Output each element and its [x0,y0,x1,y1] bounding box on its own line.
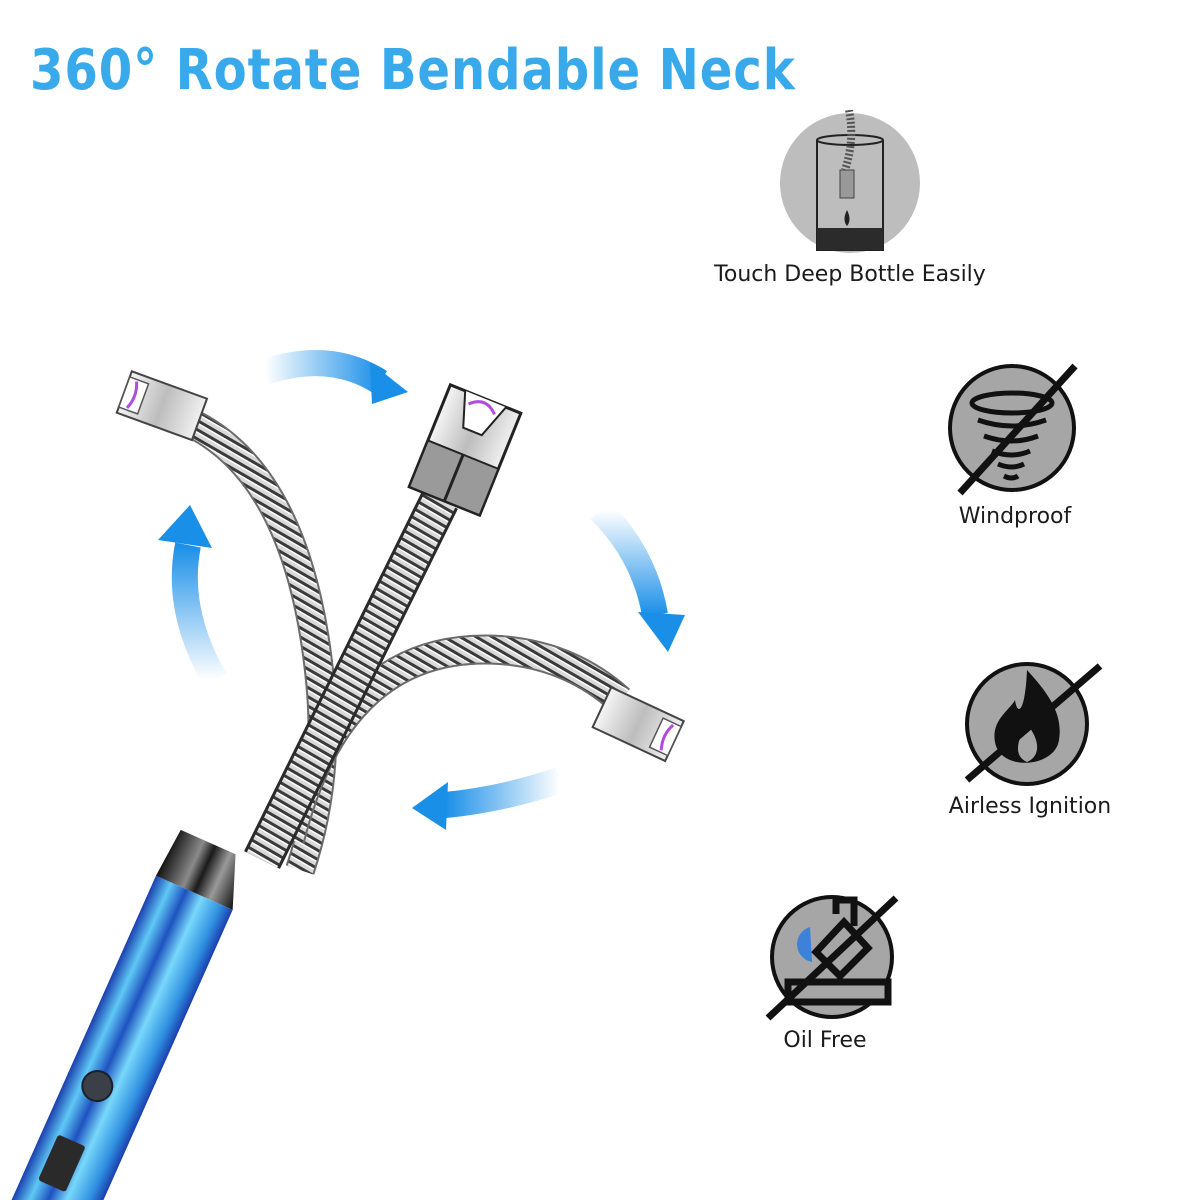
bottle-icon [780,110,920,253]
feature-deep-bottle: Touch Deep Bottle Easily [690,110,1010,287]
no-wind-icon [948,363,1078,496]
feature-label: Oil Free [783,1028,867,1053]
feature-label: Airless Ignition [948,794,1112,819]
battery-indicator [38,1135,85,1192]
feature-airless-ignition: Airless Ignition [920,660,1140,819]
page-title: 360° Rotate Bendable Neck [30,38,796,103]
rotation-arrow-right [590,500,685,652]
rotation-arrow-bottom [412,767,565,830]
ignition-button [81,1070,114,1103]
lighter-body [0,829,236,1200]
no-flame-icon [964,662,1103,786]
no-oil-icon [765,895,899,1021]
neck-left [115,370,338,875]
neck-up [244,382,523,869]
feature-oil-free: Oil Free [720,892,930,1053]
rotation-arrow-top [260,350,408,404]
feature-label: Windproof [958,504,1072,529]
rotation-arrow-left [158,505,227,687]
feature-label: Touch Deep Bottle Easily [714,262,986,287]
feature-windproof: Windproof [915,358,1115,529]
